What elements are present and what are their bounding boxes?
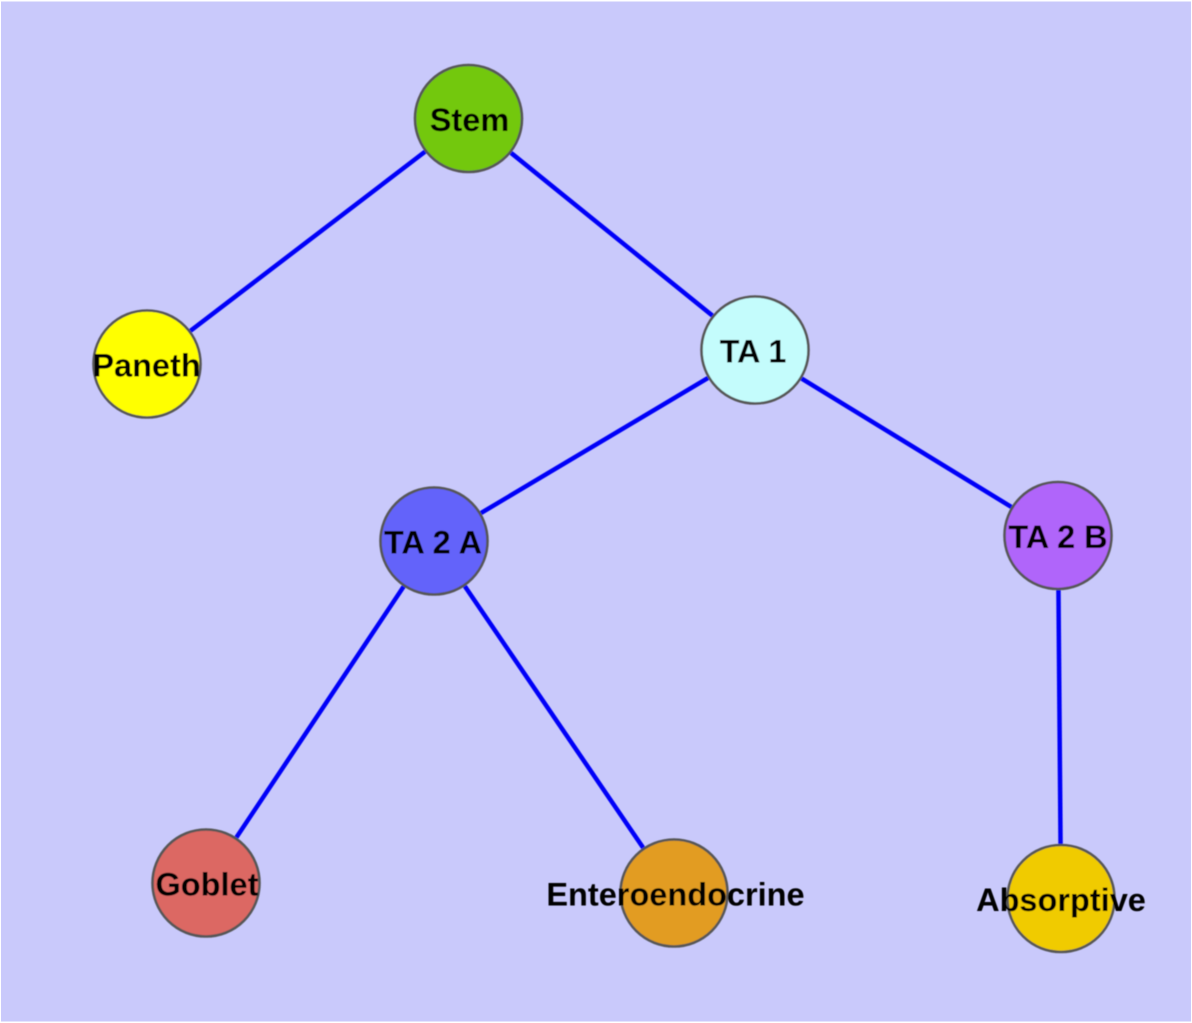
svg-text:Paneth: Paneth [92, 348, 200, 384]
svg-text:Enteroendocrine: Enteroendocrine [546, 877, 804, 913]
svg-text:Absorptive: Absorptive [976, 882, 1146, 918]
svg-text:TA 2 B: TA 2 B [1008, 519, 1107, 555]
svg-text:Goblet: Goblet [156, 867, 259, 903]
svg-text:Stem: Stem [430, 102, 509, 138]
svg-text:TA 2 A: TA 2 A [384, 525, 482, 561]
svg-text:TA 1: TA 1 [720, 334, 787, 370]
